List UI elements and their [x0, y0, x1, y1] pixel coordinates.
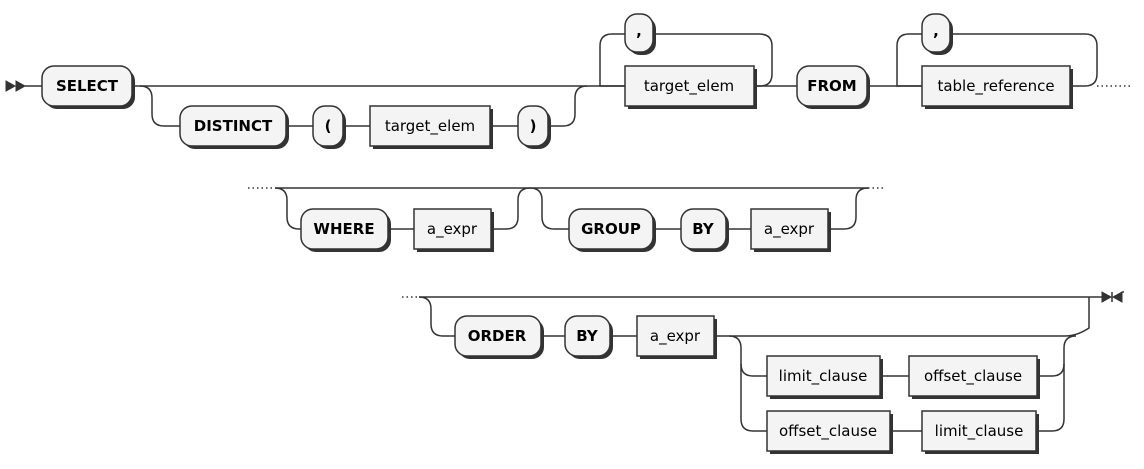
close-paren-symbol: ) [530, 117, 537, 135]
distinct-keyword: DISTINCT [194, 117, 273, 135]
terminal-from[interactable]: FROM [796, 65, 870, 109]
order-keyword: ORDER [468, 327, 527, 345]
open-paren-symbol: ( [325, 117, 332, 135]
from-keyword: FROM [807, 77, 856, 95]
nonterminal-where-a-expr[interactable]: a_expr [413, 208, 494, 252]
end-arrow-icon [1101, 291, 1113, 303]
row3-connectors [402, 291, 1124, 432]
nonterminal-table-reference[interactable]: table_reference [921, 65, 1073, 109]
terminal-group[interactable]: GROUP [568, 208, 656, 252]
row2-connectors [248, 187, 885, 230]
nonterminal-group-a-expr[interactable]: a_expr [750, 208, 831, 252]
nonterminal-limit-clause-first[interactable]: limit_clause [766, 355, 883, 399]
where-a-expr-label: a_expr [427, 220, 478, 239]
group-a-expr-label: a_expr [764, 220, 815, 239]
start-arrow-second-icon [15, 80, 27, 92]
terminal-group-by[interactable]: BY [680, 208, 729, 252]
terminal-where[interactable]: WHERE [300, 208, 391, 252]
order-a-expr-label: a_expr [650, 327, 701, 346]
offset-clause-first-label: offset_clause [779, 422, 877, 441]
table-reference-label: table_reference [937, 77, 1054, 96]
nonterminal-order-a-expr[interactable]: a_expr [636, 315, 717, 359]
nonterminal-target-elem[interactable]: target_elem [624, 65, 757, 109]
end-arrow-second-icon [1111, 291, 1123, 303]
comma-targets-symbol: , [636, 22, 642, 40]
terminal-comma-tables[interactable]: , [921, 13, 953, 55]
where-keyword: WHERE [313, 220, 374, 238]
terminal-order-by[interactable]: BY [564, 315, 613, 359]
limit-clause-first-label: limit_clause [779, 367, 868, 386]
select-keyword: SELECT [56, 77, 119, 95]
nonterminal-offset-clause-first[interactable]: offset_clause [766, 410, 893, 454]
row1-connectors [5, 33, 1130, 127]
terminal-distinct[interactable]: DISTINCT [179, 105, 289, 149]
nonterminal-distinct-target-elem[interactable]: target_elem [369, 105, 493, 149]
target-elem-label: target_elem [644, 77, 734, 96]
start-arrow-icon [5, 80, 17, 92]
offset-clause-second-label: offset_clause [924, 367, 1022, 386]
distinct-target-elem-label: target_elem [385, 117, 475, 136]
nonterminal-limit-clause-second[interactable]: limit_clause [921, 410, 1039, 454]
group-keyword: GROUP [581, 220, 641, 238]
terminal-close-paren[interactable]: ) [517, 105, 551, 149]
terminal-open-paren[interactable]: ( [312, 105, 346, 149]
nonterminal-offset-clause-second[interactable]: offset_clause [908, 355, 1040, 399]
terminal-comma-targets[interactable]: , [624, 13, 656, 55]
group-by-keyword: BY [692, 220, 715, 238]
comma-tables-symbol: , [933, 22, 939, 40]
order-by-keyword: BY [576, 327, 599, 345]
limit-clause-second-label: limit_clause [935, 422, 1024, 441]
terminal-order[interactable]: ORDER [454, 315, 544, 359]
terminal-select[interactable]: SELECT [41, 65, 135, 109]
